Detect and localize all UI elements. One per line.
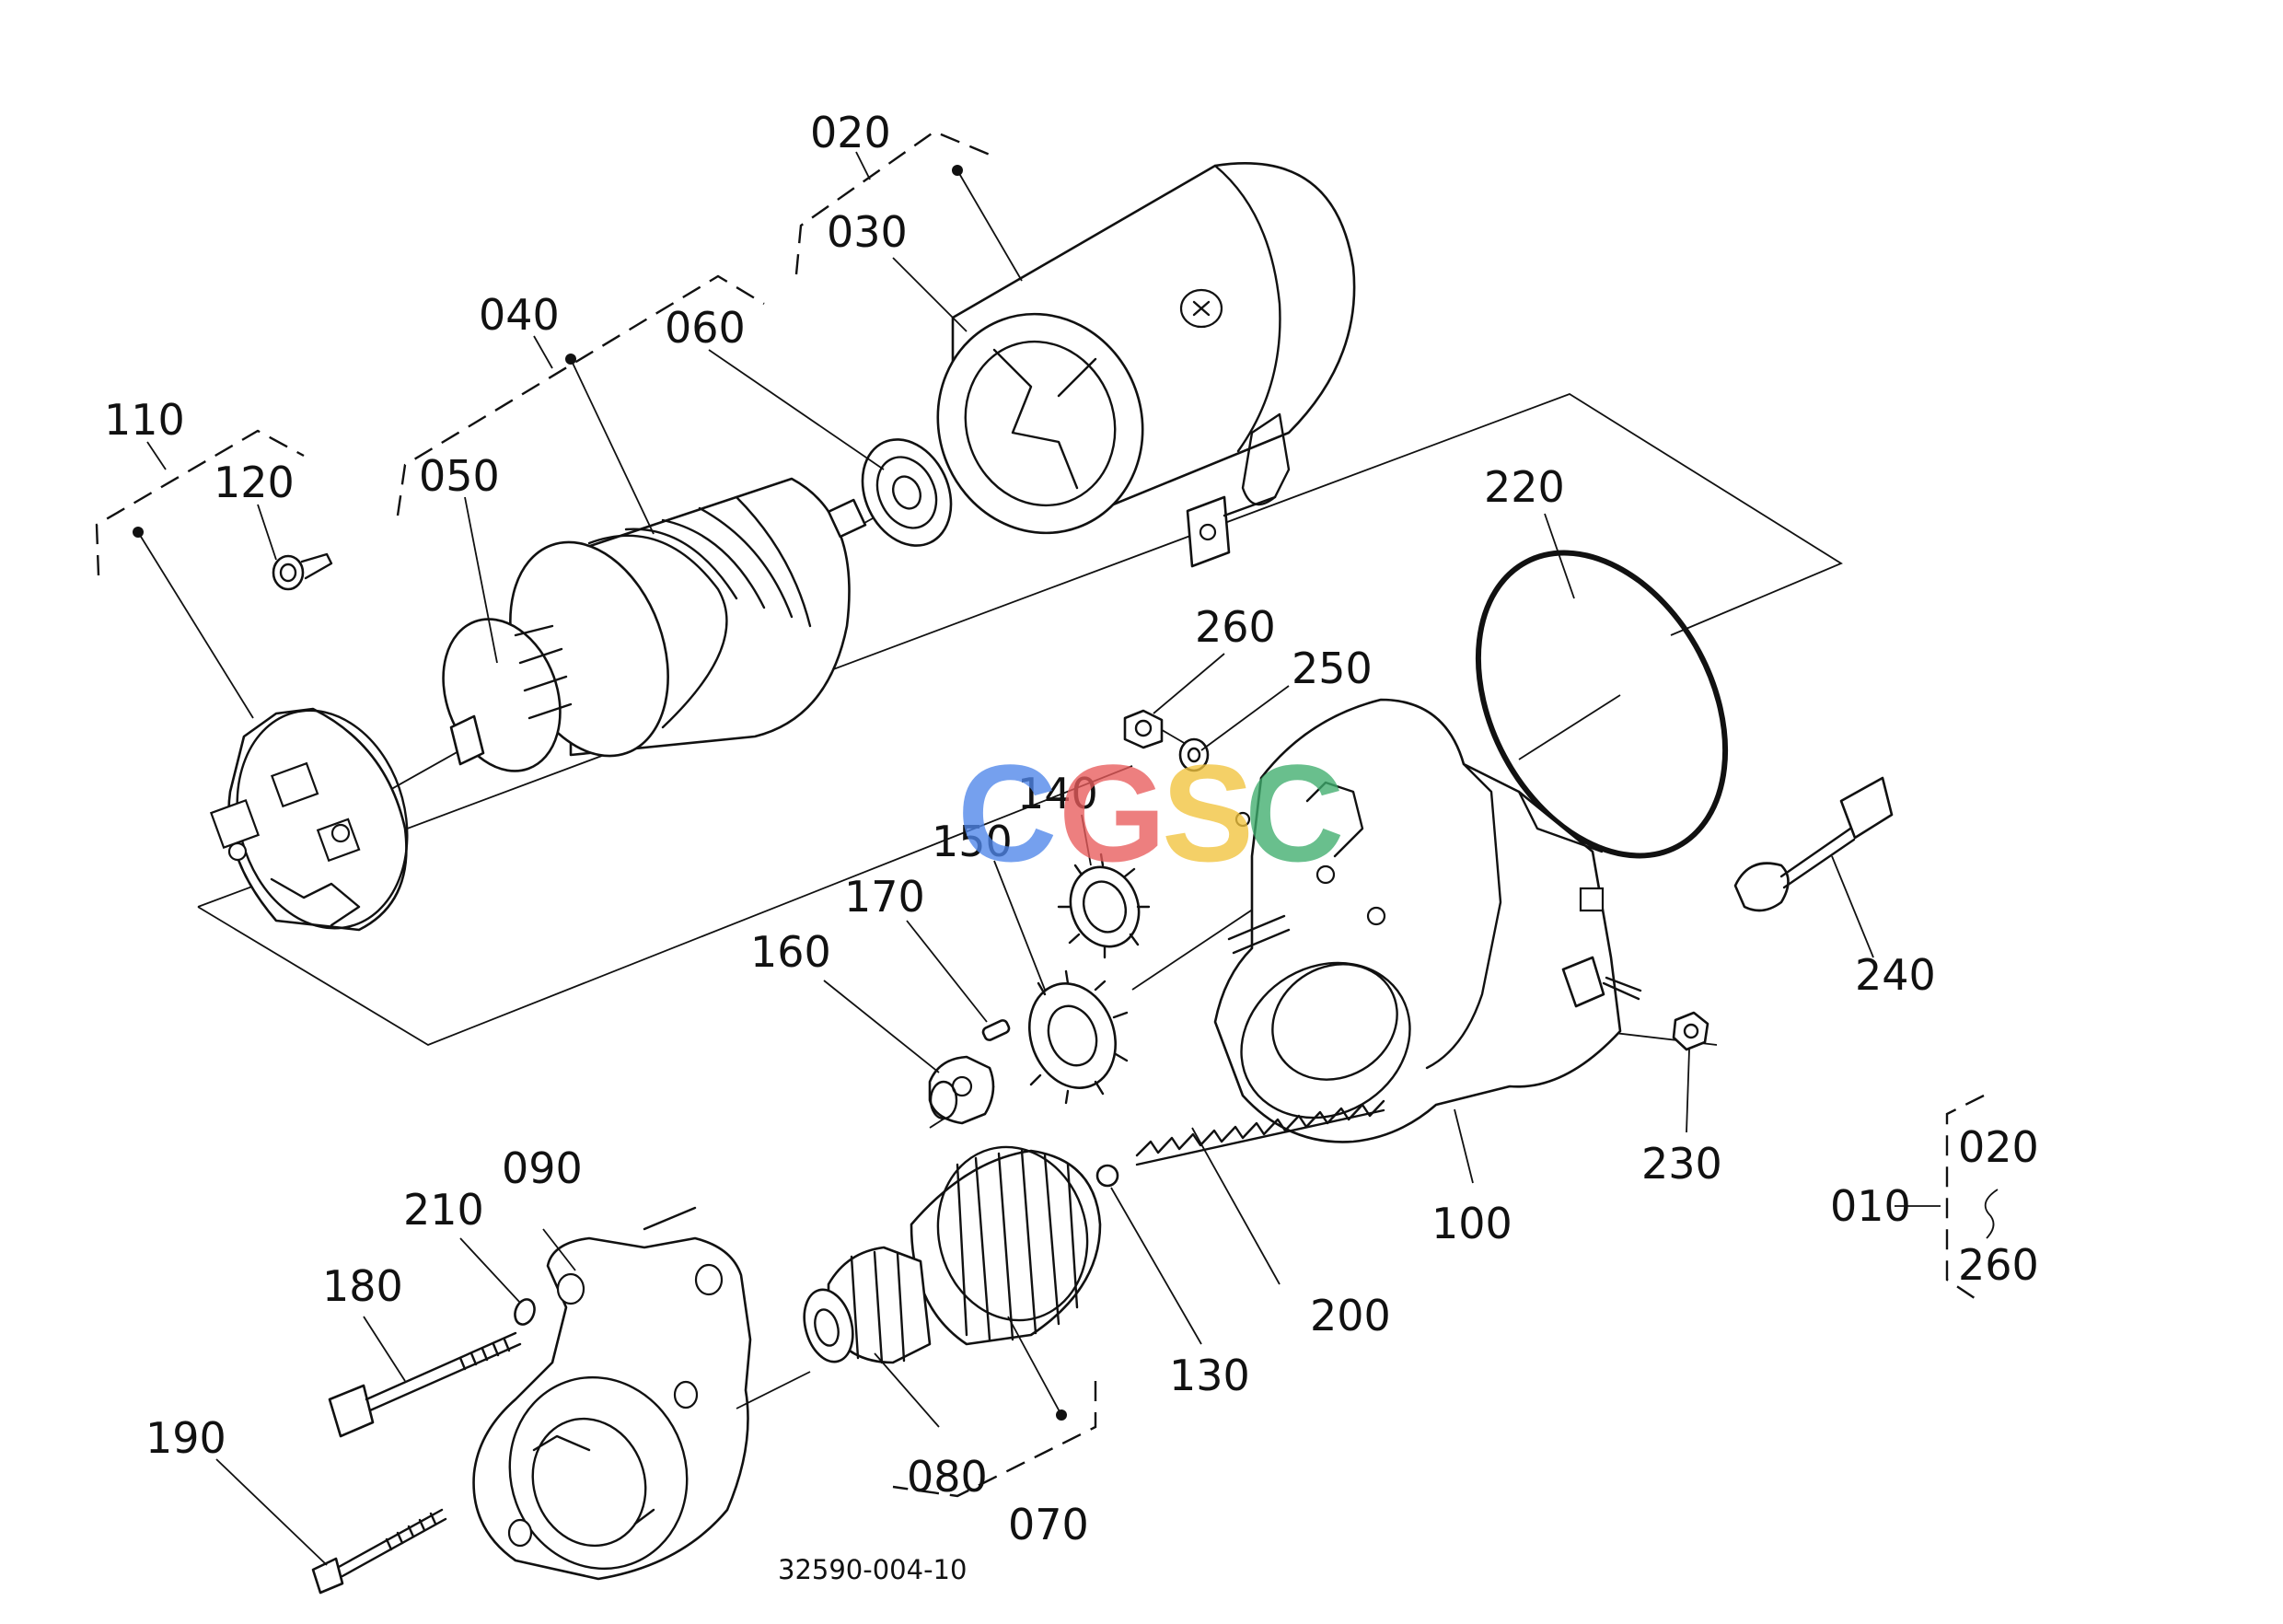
o-ring-220 xyxy=(1475,550,1729,859)
nut-260 xyxy=(1123,709,1164,749)
watermark-letter-g: G xyxy=(1059,736,1166,890)
ball-130 xyxy=(1095,1164,1119,1188)
spring-200 xyxy=(1135,1099,1385,1166)
housing-100 xyxy=(1213,698,1642,1143)
label-060: 060 xyxy=(665,303,746,353)
label-100: 100 xyxy=(1431,1199,1512,1248)
label-090: 090 xyxy=(502,1143,583,1193)
label-080: 080 xyxy=(907,1452,988,1502)
watermark-letter-c2: C xyxy=(1245,736,1344,890)
bearing-060 xyxy=(861,438,953,547)
label-260: 260 xyxy=(1195,602,1276,652)
label-240: 240 xyxy=(1855,950,1936,1000)
label-130: 130 xyxy=(1169,1351,1250,1400)
bracket-range xyxy=(1945,1094,1985,1299)
watermark-letter-c1: C xyxy=(957,736,1057,890)
idler-gear-140 xyxy=(1057,853,1151,959)
yoke-assembly xyxy=(936,162,1356,568)
label-150: 150 xyxy=(932,817,1013,866)
lever-240 xyxy=(1733,776,1894,912)
label-040: 040 xyxy=(479,290,560,340)
label-range-from: 020 xyxy=(1958,1122,2039,1172)
label-070: 070 xyxy=(1008,1500,1089,1549)
retainer-160 xyxy=(928,1055,995,1125)
label-210: 210 xyxy=(403,1185,484,1235)
label-230: 230 xyxy=(1641,1139,1722,1189)
label-050: 050 xyxy=(419,451,500,501)
label-180: 180 xyxy=(322,1261,403,1311)
label-120: 120 xyxy=(214,458,295,507)
bolt-190 xyxy=(311,1508,447,1595)
label-190: 190 xyxy=(145,1413,226,1463)
label-range-to: 260 xyxy=(1958,1240,2039,1290)
label-030: 030 xyxy=(827,207,908,257)
nut-230 xyxy=(1672,1011,1709,1051)
front-bracket-090 xyxy=(472,1206,811,1581)
brush-holder xyxy=(209,707,409,932)
washer-250 xyxy=(1178,737,1210,772)
armature-assembly xyxy=(442,477,867,772)
label-170: 170 xyxy=(844,872,925,922)
bracket-070 xyxy=(892,1381,1097,1498)
label-010: 010 xyxy=(1830,1181,1911,1231)
through-bolt-180 xyxy=(328,1331,522,1438)
drawing-code: 32590-004-10 xyxy=(778,1554,967,1585)
reference-frame xyxy=(197,393,1843,908)
watermark-cgsc: C G S C xyxy=(957,736,1344,890)
label-250: 250 xyxy=(1292,644,1373,693)
gear-150 xyxy=(1027,969,1129,1105)
reference-frame-lower xyxy=(197,765,1133,1047)
clutch-assembly xyxy=(803,1145,1102,1364)
leader-lines xyxy=(137,151,1999,1566)
watermark-letter-s: S xyxy=(1162,736,1254,890)
label-200: 200 xyxy=(1310,1291,1391,1340)
brush-spring-120 xyxy=(272,552,333,591)
roller-170 xyxy=(981,1019,1011,1041)
label-020: 020 xyxy=(810,108,891,157)
part-labels: 020 030 040 060 050 110 120 220 260 250 … xyxy=(104,108,2039,1585)
bracket-020 xyxy=(794,130,995,275)
label-140: 140 xyxy=(1017,769,1098,818)
bracket-040 xyxy=(396,274,765,516)
label-160: 160 xyxy=(750,927,831,977)
washer-210 xyxy=(514,1298,536,1326)
o-ring-axis xyxy=(1518,694,1621,760)
label-110: 110 xyxy=(104,395,185,445)
bracket-110 xyxy=(95,429,305,576)
label-220: 220 xyxy=(1484,462,1565,512)
